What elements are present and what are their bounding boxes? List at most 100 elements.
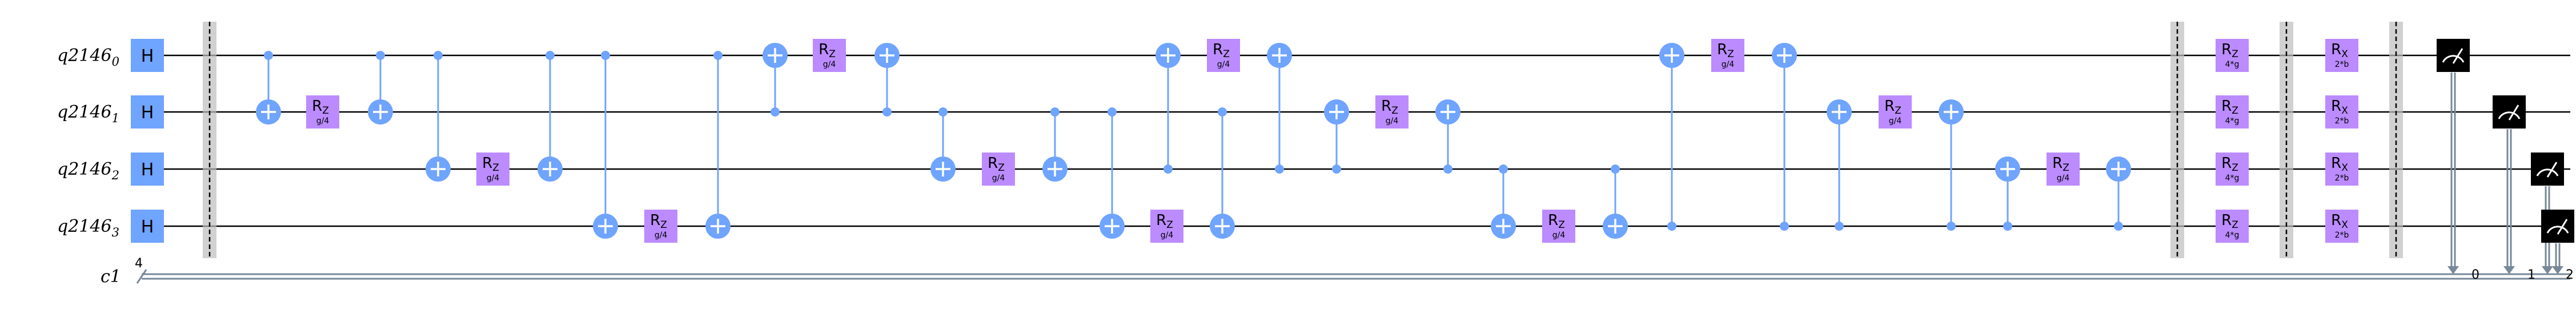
cnot-gate [930,107,956,182]
rx-layer-gate: RX2*b [2325,39,2358,72]
rotation-axis: X [2341,219,2348,231]
measure-gate [2437,39,2470,274]
rz-gate-param: g/4 [992,174,1005,183]
rz-gate-param: g/4 [1552,231,1566,240]
rz-layer-gate-param: 4*g [2225,117,2240,126]
cnot-control-dot [1611,164,1620,174]
rotation-symbol: R [1381,98,1391,115]
barrier [203,22,216,258]
rz-gate-param: g/4 [1889,117,1902,126]
cnot-gate [874,43,900,117]
rotation-symbol: R [482,155,492,172]
rz-gate-param: g/4 [487,174,500,183]
measure-arrow [2447,266,2459,274]
cnot-gate [1435,99,1460,174]
rotation-axis: Z [2232,219,2238,231]
rotation-symbol: R [2221,155,2232,172]
cnot-gate [1155,43,1181,174]
rz-gate-label: RZ [1717,41,1734,60]
cnot-gate [1772,43,1797,231]
cnot-control-dot [771,107,780,117]
classical-bundle-slash [136,269,147,284]
rz-layer-gate: RZ4*g [2216,210,2249,243]
rotation-symbol: R [2331,41,2341,58]
rotation-symbol: R [312,98,322,115]
qubit-label-text: q2146 [57,159,112,179]
cnot-control-dot [1108,107,1117,117]
rotation-symbol: R [818,41,829,58]
rz-layer-gate-param: 4*g [2225,174,2240,183]
cnot-gate [368,51,393,125]
rz-layer-gate: RZ4*g [2216,153,2249,186]
rz-gate: RZg/4 [1150,210,1183,243]
hadamard-box [131,39,164,72]
labels-layer: 4q21460q21461q21462q21463c10123 [57,46,2574,287]
rotation-axis: Z [1558,219,1565,231]
rz-gate-label: RZ [312,98,329,117]
cnot-gate [1100,107,1125,239]
rotation-axis: Z [1166,219,1173,231]
rx-layer-gate-box [2325,210,2358,243]
rotation-symbol: R [650,212,660,229]
rotation-symbol: R [1156,212,1166,229]
hadamard-box [131,95,164,129]
rz-gate: RZg/4 [1207,39,1240,72]
hadamard-gate: H [131,95,164,129]
meter-arc [2498,111,2521,119]
rotation-symbol: R [1717,41,1727,58]
rotation-axis: Z [1727,49,1734,60]
hadamard-gate: H [131,153,164,186]
cnot-control-dot [601,51,610,60]
qubit-label-text: q2146 [57,216,112,236]
rx-layer-gate-label: RX [2331,155,2348,174]
qubit-label-2: q21462 [57,159,119,182]
rotation-symbol: R [988,155,998,172]
rz-gate-param: g/4 [2057,174,2070,183]
rx-layer-gate-param: 2*b [2335,117,2349,126]
rz-gate: RZg/4 [476,153,509,186]
qubit-label-text: q2146 [57,102,112,122]
cnot-control-dot [545,51,555,60]
connectors-layer [256,43,2131,239]
rz-gate-label: RZ [482,155,499,174]
cnot-control-dot [1332,164,1341,174]
rz-gate-box [476,153,509,186]
cnot-gate [1267,43,1292,174]
qubit-label-3: q21463 [57,216,119,239]
rotation-axis: Z [1391,105,1398,117]
rotation-axis: Z [2063,162,2069,174]
rx-layer-gate: RX2*b [2325,210,2358,243]
rotation-axis: Z [998,162,1005,174]
measure-arrow [2503,266,2515,274]
measure-gate [2541,210,2574,274]
rx-layer-gate-param: 2*b [2335,231,2349,240]
qubit-index: 1 [112,111,119,125]
cnot-gate [2106,156,2131,231]
rotation-symbol: R [2052,155,2063,172]
rx-layer-gate-label: RX [2331,212,2348,231]
cnot-control-dot [882,107,892,117]
rotation-axis: Z [2232,162,2238,174]
qubit-label-0: q21460 [57,46,119,69]
cnot-gate [705,51,731,239]
rotation-axis: X [2341,162,2348,174]
measure-bit-label: 1 [2527,268,2535,282]
barrier [2170,22,2184,258]
rz-layer-gate-box [2216,210,2249,243]
cnot-control-dot [1835,222,1844,231]
rotation-axis: X [2341,105,2348,117]
cnot-gate [1042,107,1068,182]
rz-gate-label: RZ [650,212,667,231]
rz-gate-label: RZ [1548,212,1565,231]
rz-gate: RZg/4 [644,210,677,243]
rz-gate-label: RZ [1213,41,1230,60]
meter-needle [2452,48,2463,64]
cnot-control-dot [1947,222,1956,231]
rx-layer-gate-box [2325,153,2358,186]
rz-gate: RZg/4 [1879,95,1912,129]
rz-layer-gate: RZ4*g [2216,39,2249,72]
rz-gate: RZg/4 [813,39,846,72]
hadamard-label: H [141,217,154,237]
rz-gate-param: g/4 [1386,117,1399,126]
rz-gate-label: RZ [1156,212,1173,231]
